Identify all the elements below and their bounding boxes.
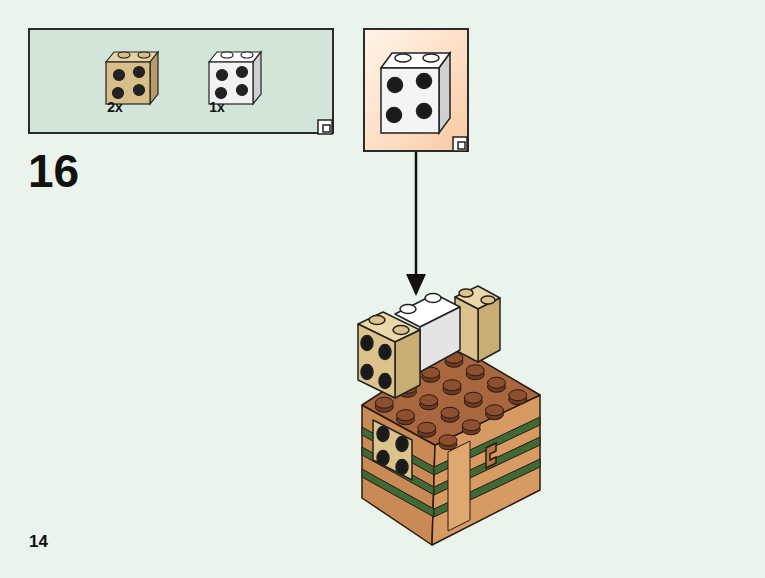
stud — [375, 397, 393, 408]
page-number: 14 — [29, 533, 48, 550]
chest-stripes — [362, 417, 540, 531]
corner-mark — [453, 137, 467, 151]
stud — [397, 410, 415, 421]
stud — [509, 390, 527, 401]
stud — [441, 407, 459, 418]
tan-brick-icon — [106, 52, 158, 104]
chest-latch — [486, 443, 496, 468]
part-count: 2x — [107, 99, 123, 115]
stud — [418, 422, 436, 433]
stud — [466, 365, 484, 376]
stud — [443, 380, 461, 391]
stud — [439, 435, 457, 446]
white-brick-icon — [209, 52, 261, 104]
parts-panel — [29, 29, 333, 133]
green-band — [362, 469, 434, 517]
placement-arrow — [406, 152, 426, 296]
stud — [420, 395, 438, 406]
stud — [486, 405, 504, 416]
chest-panel — [448, 441, 470, 531]
corner-mark — [318, 120, 332, 134]
stud — [488, 377, 506, 388]
part-count: 1x — [209, 99, 225, 115]
white-brick-callout — [381, 53, 450, 133]
top-bricks — [358, 286, 500, 480]
callout-box — [364, 29, 468, 151]
stud — [464, 392, 482, 403]
stud — [462, 420, 480, 431]
step-number: 16 — [28, 148, 79, 194]
parts-list: 2x 1x — [29, 29, 333, 133]
chest-model — [362, 345, 540, 545]
